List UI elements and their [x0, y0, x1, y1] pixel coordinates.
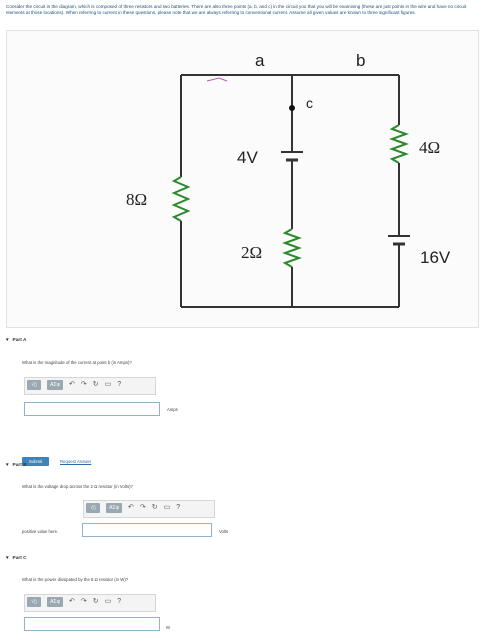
- symbol-button[interactable]: ΑΣφ: [106, 503, 122, 513]
- resistor-8-ohm: [171, 176, 191, 222]
- circuit-diagram: a b c 8Ω 2Ω 4Ω 4V 16V: [6, 30, 479, 328]
- symbol-button[interactable]: ΑΣφ: [47, 597, 63, 607]
- resistor-8-label: 8Ω: [126, 190, 147, 209]
- reset-icon[interactable]: ↻: [92, 381, 99, 388]
- resistor-2-label: 2Ω: [241, 243, 262, 262]
- part-b-toolbar-buttons: √▯ ΑΣφ ↶ ↷ ↻ ▭ ?: [86, 501, 180, 515]
- reset-icon[interactable]: ↻: [92, 598, 99, 605]
- part-c-title: Part C: [12, 556, 27, 561]
- part-b-unit: Volts: [219, 529, 229, 534]
- reset-icon[interactable]: ↻: [151, 504, 158, 511]
- template-button[interactable]: √▯: [27, 597, 41, 607]
- redo-icon[interactable]: ↷: [80, 598, 87, 605]
- part-c-toolbar-buttons: √▯ ΑΣφ ↶ ↷ ↻ ▭ ?: [27, 595, 121, 609]
- part-a-toolbar-buttons: √▯ ΑΣφ ↶ ↷ ↻ ▭ ?: [27, 378, 121, 392]
- battery-4v-label: 4V: [237, 148, 258, 167]
- resistor-2-ohm: [282, 228, 302, 268]
- point-b-label: b: [356, 51, 365, 70]
- caret-down-icon: ▾: [6, 555, 9, 561]
- part-c-answer-input[interactable]: [24, 617, 160, 631]
- undo-icon[interactable]: ↶: [69, 598, 75, 605]
- help-icon[interactable]: ?: [176, 504, 181, 511]
- keyboard-icon[interactable]: ▭: [104, 598, 112, 605]
- battery-16v-label: 16V: [420, 248, 451, 267]
- part-a-header[interactable]: ▾Part A: [6, 337, 26, 343]
- point-a-label: a: [255, 51, 265, 70]
- request-answer-link[interactable]: Request Answer: [60, 459, 92, 464]
- point-c-label: c: [306, 95, 313, 111]
- part-b-answer-input[interactable]: [82, 523, 212, 537]
- part-b-input-label: positive value here.: [22, 529, 59, 534]
- part-c-question: What is the power dissipated by the 8 Ω …: [22, 577, 129, 582]
- part-a-answer-input[interactable]: [24, 402, 160, 416]
- problem-intro: Consider the circuit in the diagram, whi…: [6, 4, 467, 16]
- circuit-svg: a b c 8Ω 2Ω 4Ω 4V 16V: [126, 51, 451, 308]
- part-b-header-row[interactable]: ▾Part B: [6, 462, 27, 468]
- keyboard-icon[interactable]: ▭: [163, 504, 171, 511]
- help-icon[interactable]: ?: [117, 381, 122, 388]
- template-button[interactable]: √▯: [27, 380, 41, 390]
- resistor-4-label: 4Ω: [419, 138, 440, 157]
- help-icon[interactable]: ?: [117, 598, 122, 605]
- keyboard-icon[interactable]: ▭: [104, 381, 112, 388]
- redo-icon[interactable]: ↷: [80, 381, 87, 388]
- part-c-unit: W: [166, 625, 170, 630]
- part-a-title: Part A: [12, 338, 27, 343]
- part-a-unit: Amps: [167, 407, 178, 412]
- point-c-dot: [289, 105, 295, 111]
- resistor-4-ohm: [389, 124, 409, 164]
- redo-icon[interactable]: ↷: [139, 504, 146, 511]
- annotation-mark: [206, 77, 228, 82]
- template-button[interactable]: √▯: [86, 503, 100, 513]
- part-b-question: What is the voltage drop across the 2 Ω …: [22, 484, 133, 489]
- part-c-header[interactable]: ▾Part C: [6, 555, 27, 561]
- symbol-button[interactable]: ΑΣφ: [47, 380, 63, 390]
- undo-icon[interactable]: ↶: [128, 504, 134, 511]
- part-a-question: What is the magnitude of the current at …: [22, 360, 132, 365]
- caret-down-icon: ▾: [6, 337, 9, 343]
- part-b-title: Part B: [12, 463, 27, 468]
- submit-button[interactable]: Submit: [22, 457, 49, 466]
- undo-icon[interactable]: ↶: [69, 381, 75, 388]
- caret-down-icon: ▾: [6, 462, 9, 468]
